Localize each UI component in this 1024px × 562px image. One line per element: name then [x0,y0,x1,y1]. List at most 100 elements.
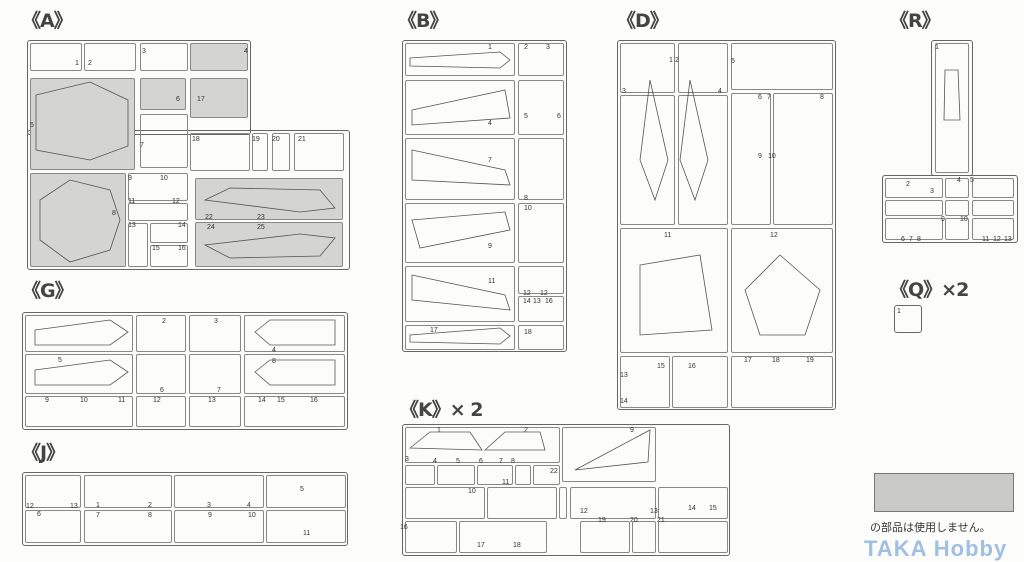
part-number: 4 [244,48,248,55]
part-cell [518,80,564,135]
sprue-q-title: 《Q》×2 [890,279,969,301]
part-number: 4 [957,177,961,184]
canopy-part [943,69,961,121]
part-cell [731,43,833,90]
part-number: 3 [546,44,550,51]
part-number: 9 [45,397,49,404]
part-cell [405,487,485,519]
part-number: 13 [650,508,658,515]
part-cell [128,203,188,221]
pod-part [254,359,336,386]
part-cell [174,510,264,543]
part-number: 1 [935,44,939,51]
part-cell [128,223,148,267]
part-cell [405,80,515,135]
part-cell [885,178,943,198]
part-cell [620,356,670,408]
part-number: 4 [433,458,437,465]
part-number: 20 [272,136,280,143]
part-cell [885,200,943,216]
part-number: 11 [303,530,311,537]
part-cell [25,475,81,508]
part-number: 9 [488,243,492,250]
part-number: 6 [901,236,905,243]
part-number: 22 [550,468,558,475]
part-number: 9 [941,216,945,223]
part-number: 14 [620,398,628,405]
part-number: 3 [622,88,626,95]
part-number: 9 [128,175,132,182]
part-number: 17 [477,542,485,549]
part-number: 1 [437,427,441,434]
part-number: 14 [688,505,696,512]
part-number: 11 [502,479,510,486]
part-cell [885,218,943,240]
part-number: 4 [247,502,251,509]
part-number: 4 [718,88,722,95]
part-cell [405,465,435,485]
part-number: 10 [160,175,168,182]
sprue-r-title: 《R》 [890,10,941,32]
part-cell [266,510,346,543]
part-number: 5 [731,58,735,65]
part-number: 3 [207,502,211,509]
unused-part-area [30,78,135,170]
part-number: 10 [768,153,776,160]
sprue-g-runner [22,312,348,430]
part-cell [244,396,345,427]
part-cell [518,266,564,294]
part-number: 18 [192,136,200,143]
part-cell [84,43,136,71]
sprue-g-title: 《G》 [22,280,74,302]
part-cell [562,427,656,482]
part-number: 4 [272,347,276,354]
unused-part-area [190,78,248,118]
part-cell [272,133,290,171]
sprue-q-runner [894,305,922,333]
part-number: 10 [468,488,476,495]
part-number: 1 [488,44,492,51]
part-number: 8 [148,512,152,519]
part-cell [518,296,564,322]
part-number: 2 [524,44,528,51]
part-number: 12 [580,508,588,515]
part-number: 7 [217,387,221,394]
pod-part [34,319,129,346]
part-cell [244,354,345,394]
part-number: 14 [178,222,186,229]
part-number: 8 [820,94,824,101]
part-number: 8 [511,458,515,465]
unused-part-area [195,178,343,220]
part-number: 9 [208,512,212,519]
part-number: 12 [153,397,161,404]
part-number: 11 [982,236,990,243]
part-number: 24 [207,224,215,231]
part-cell [128,173,188,201]
part-number: 6 [479,458,483,465]
part-number: 5 [30,122,34,129]
unused-part-area [30,173,126,267]
part-number: 11 [118,397,126,404]
part-number: 7 [909,236,913,243]
sprue-j-title: 《J》 [22,442,65,464]
sprue-a-runner [27,130,350,270]
part-number: 1 [897,308,901,315]
part-number: 25 [257,224,265,231]
part-cell [515,465,531,485]
body-part [639,254,713,336]
part-number: 18 [513,542,521,549]
wing-panel-part [411,274,511,311]
part-cell [620,228,728,353]
part-cell [972,218,1014,240]
part-number: 13 [128,222,136,229]
part-number: 3 [930,188,934,195]
part-number: 12 [26,503,34,510]
unused-part-area [190,43,248,71]
part-number: 3 [142,48,146,55]
part-cell [150,223,188,243]
part-cell [30,43,82,71]
sprue-b-title: 《B》 [398,10,448,32]
sprue-r-runner [882,175,1018,243]
part-cell [189,396,241,427]
part-number: 11 [664,232,672,239]
